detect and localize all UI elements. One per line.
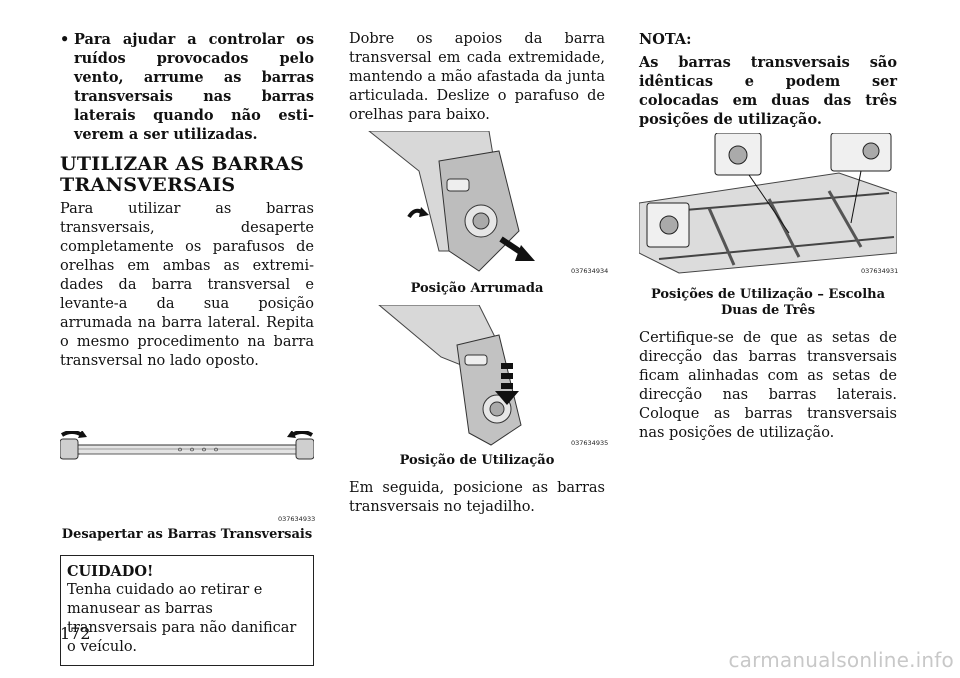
column-left: • Para ajudar a controlar os ruí­dos pro… <box>59 30 316 666</box>
body-paragraph-2: Dobre os apoios da barra transversal em … <box>349 31 605 123</box>
caution-text: Tenha cuidado ao retirar e manusear as b… <box>67 582 297 655</box>
note-title: NOTA: <box>639 31 692 48</box>
figure-use-position: 037634935 <box>349 304 609 447</box>
figure-stowed-position: 037634934 <box>349 130 609 275</box>
bullet-wind-noise: • Para ajudar a controlar os ruí­dos pro… <box>60 30 314 144</box>
caution-box: CUIDADO! Tenha cuidado ao retirar e manu… <box>60 555 314 666</box>
watermark-text: carmanualsonline.info <box>728 648 954 672</box>
bullet-dot: • <box>60 31 70 48</box>
figure-code: 037634933 <box>278 515 316 523</box>
body-paragraph-3: Em seguida, posicione as barras transver… <box>349 480 605 515</box>
figure-code: 037634934 <box>571 267 609 275</box>
column-middle: Dobre os apoios da barra transversal em … <box>349 30 609 517</box>
figure-caption: Desapertar as Barras Transversais <box>61 527 313 542</box>
figure-code: 037634931 <box>861 267 899 275</box>
stowed-position-illustration <box>367 130 535 272</box>
figure-caption: Posição de Utilização <box>399 453 555 468</box>
figure-code: 037634935 <box>571 439 609 447</box>
body-paragraph-4: Certifique-se de que as setas de direc­ç… <box>639 330 897 441</box>
figure-loosen-crossbars: 037634933 <box>59 430 316 525</box>
body-paragraph-1: Para utilizar as barras transversais, de… <box>60 201 314 369</box>
figure-caption: Posição Arrumada <box>410 281 544 296</box>
note-text: As barras transversais são idênti­cas e … <box>639 54 897 128</box>
caution-title: CUIDADO! <box>67 563 154 580</box>
section-heading: UTILIZAR AS BARRAS TRANSVERSAIS <box>60 153 305 196</box>
column-right: NOTA: As barras transversais são idênti­… <box>638 30 899 443</box>
bullet-text: Para ajudar a controlar os ruí­dos provo… <box>74 31 314 143</box>
roof-crossbars-illustration <box>638 132 898 274</box>
figure-use-positions: 037634931 <box>638 132 899 281</box>
page-number: 172 <box>60 624 91 643</box>
figure-caption: Posições de Utilização – Escolha Duas de… <box>650 287 886 318</box>
use-position-illustration <box>377 304 522 446</box>
crossbar-loosen-illustration <box>59 430 315 460</box>
